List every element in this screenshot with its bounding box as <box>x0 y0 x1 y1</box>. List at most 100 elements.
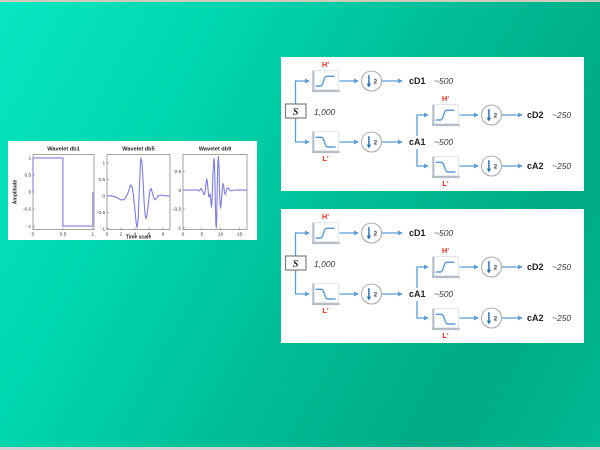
downsample-factor: 2 <box>494 165 498 171</box>
x-tick-label: 6 <box>148 232 151 238</box>
x-tick-label: 8 <box>162 232 165 238</box>
lowpass-filter-icon <box>430 155 461 179</box>
y-tick-label: 1 <box>29 156 32 162</box>
highpass-filter-icon <box>430 103 461 127</box>
y-tick-label: 0.5 <box>99 177 106 183</box>
approx-coeff-1-label: cA1 <box>409 289 426 299</box>
detail-coeff-1-label: cD1 <box>409 228 426 238</box>
approx-coeff-2-size: ~250 <box>552 161 571 171</box>
approx-coeff-1-size: ~500 <box>434 289 453 299</box>
highpass-filter-icon <box>430 255 461 279</box>
x-tick-label: 0.5 <box>60 232 67 238</box>
highpass-filter-label: H' <box>442 246 449 255</box>
downsample-factor: 2 <box>494 266 498 272</box>
plot-title: Wavelet db9 <box>199 147 231 153</box>
x-tick-label: 10 <box>218 232 224 238</box>
downsample-icon <box>480 256 503 278</box>
downsample-factor: 2 <box>494 317 498 323</box>
lowpass-filter-icon <box>310 282 341 306</box>
detail-coeff-1-size: ~500 <box>434 76 453 86</box>
approx-coeff-2-size: ~250 <box>552 313 571 323</box>
x-tick-label: 1 <box>91 232 94 238</box>
y-tick-label: -1 <box>101 227 106 233</box>
y-tick-label: -0.5 <box>173 207 182 213</box>
window-bottom-edge <box>0 447 600 450</box>
highpass-filter-label: H' <box>442 94 449 103</box>
detail-coeff-2-label: cD2 <box>527 262 544 272</box>
approx-coeff-1-size: ~500 <box>434 137 453 147</box>
y-tick-label: -1 <box>27 224 32 230</box>
lowpass-filter-icon <box>430 307 461 331</box>
downsample-factor: 2 <box>374 80 378 86</box>
detail-coeff-1-size: ~500 <box>434 228 453 238</box>
detail-coeff-2-size: ~250 <box>552 110 571 120</box>
connector-line <box>294 270 310 297</box>
highpass-filter-icon <box>310 69 341 93</box>
lowpass-filter-label: L' <box>322 306 329 315</box>
input-size-label: 1,000 <box>314 259 336 269</box>
x-axis-label: Time scale <box>126 235 152 241</box>
detail-coeff-2-size: ~250 <box>552 262 571 272</box>
x-tick-label: 0 <box>106 232 109 238</box>
input-size-label: 1,000 <box>314 107 336 117</box>
wavelet-line <box>32 157 94 227</box>
downsample-icon <box>360 283 383 305</box>
downsample-icon <box>360 131 383 153</box>
y-axis-label: Amplitude <box>13 180 19 205</box>
x-tick-label: 0 <box>182 232 185 238</box>
branch-line <box>416 112 429 136</box>
branch-line <box>416 149 429 169</box>
downsample-factor: 2 <box>374 232 378 238</box>
plot-axes-box <box>32 154 95 230</box>
window-top-edge <box>0 0 600 2</box>
dwt-diagram-panel-bottom: S 1,000 H' L' H' L' 2 2 2 2 cD1 ~500 cA1… <box>281 209 584 343</box>
lowpass-filter-label: L' <box>322 154 329 163</box>
branch-line <box>416 301 429 321</box>
downsample-factor: 2 <box>374 141 378 147</box>
source-signal-label: S <box>293 259 299 270</box>
lowpass-filter-label: L' <box>442 179 449 188</box>
detail-coeff-1-label: cD1 <box>409 76 426 86</box>
downsample-icon <box>480 307 503 329</box>
source-signal-box <box>284 103 307 119</box>
x-tick-label: 2 <box>120 232 123 238</box>
y-tick-label: 0.5 <box>175 169 182 175</box>
lowpass-filter-icon <box>310 130 341 154</box>
plot-title: Wavelet db1 <box>47 147 79 153</box>
y-tick-label: -1 <box>177 225 182 231</box>
branch-line <box>416 264 429 288</box>
y-tick-label: -0.5 <box>97 210 106 216</box>
downsample-icon <box>480 155 503 177</box>
dwt-diagram-panel-top: S 1,000 H' L' H' L' 2 2 2 2 cD1 ~500 cA1… <box>281 57 584 191</box>
highpass-filter-icon <box>310 221 341 245</box>
approx-coeff-2-label: cA2 <box>527 161 544 171</box>
downsample-factor: 2 <box>494 114 498 120</box>
x-tick-label: 15 <box>237 232 243 238</box>
wavelet-line <box>183 155 247 229</box>
y-tick-label: 0 <box>29 190 32 196</box>
source-signal-label: S <box>293 107 299 118</box>
connector-line <box>294 230 310 256</box>
y-tick-label: 0.5 <box>25 173 32 179</box>
downsample-icon <box>480 104 503 126</box>
y-tick-label: 0 <box>103 194 106 200</box>
highpass-filter-label: H' <box>322 60 329 69</box>
approx-coeff-1-label: cA1 <box>409 137 426 147</box>
plot-title: Wavelet db5 <box>122 147 154 153</box>
x-tick-label: 0 <box>32 232 35 238</box>
detail-coeff-2-label: cD2 <box>527 110 544 120</box>
downsample-factor: 2 <box>374 293 378 299</box>
source-signal-box <box>284 255 307 271</box>
connector-line <box>294 78 310 104</box>
wavelet-line <box>107 157 170 229</box>
connector-line <box>294 118 310 145</box>
approx-coeff-2-label: cA2 <box>527 313 544 323</box>
y-tick-label: 0 <box>179 188 182 194</box>
downsample-icon <box>360 70 383 92</box>
downsample-icon <box>360 222 383 244</box>
y-tick-label: -0.5 <box>23 207 32 213</box>
x-tick-label: 4 <box>134 232 137 238</box>
